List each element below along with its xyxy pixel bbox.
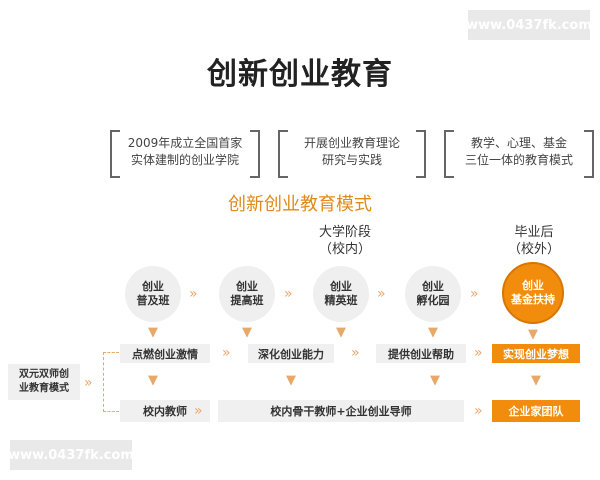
bracket-model-line1: 教学、心理、基金 (470, 136, 567, 150)
arrow-right-icon: » (470, 286, 479, 302)
arrow-down-icon: ▼ (430, 373, 440, 388)
circle-elite-line1: 创业 (330, 280, 352, 293)
arrow-down-icon: ▼ (531, 373, 541, 388)
arrow-right-icon: » (377, 286, 386, 302)
circle-popular-line1: 创业 (142, 280, 164, 293)
box-deepen-ability: 深化创业能力 (248, 344, 334, 363)
box-dual-model-line1: 双元双师创 (19, 369, 69, 380)
arrow-down-icon: ▼ (148, 373, 158, 388)
arrow-right-icon: » (284, 286, 293, 302)
section-subtitle: 创新创业教育模式 (228, 194, 372, 215)
bracket-history-line1: 2009年成立全国首家 (127, 136, 243, 150)
box-realize-dream: 实现创业梦想 (492, 344, 580, 363)
arrow-right-icon: » (194, 403, 203, 419)
arrow-right-icon: » (474, 403, 483, 419)
stage-school-label: 大学阶段 （校内） (300, 224, 390, 258)
box-core-teachers-mentors: 校内骨干教师+企业创业导师 (218, 400, 464, 422)
circle-advanced-class: 创业提高班 (219, 266, 275, 322)
stage-after-line2: （校外） (507, 242, 560, 257)
bracket-research-line2: 研究与实践 (321, 153, 382, 167)
page-title: 创新创业教育 (207, 57, 393, 92)
bracket-model: 教学、心理、基金三位一体的教育模式 (444, 130, 594, 178)
connector-line (103, 411, 119, 412)
bracket-research-line1: 开展创业教育理论 (303, 136, 400, 150)
arrow-right-icon: » (189, 286, 198, 302)
connector-line (103, 352, 119, 353)
box-entrepreneur-team: 企业家团队 (492, 400, 580, 422)
circle-advanced-line2: 提高班 (230, 294, 264, 307)
circle-incubator-line1: 创业 (422, 280, 444, 293)
bracket-research: 开展创业教育理论研究与实践 (278, 130, 426, 178)
box-campus-teachers: 校内教师 (120, 400, 210, 422)
circle-fund-line2: 基金扶持 (511, 293, 555, 306)
arrow-down-icon: ▼ (148, 325, 158, 340)
stage-school-line2: （校内） (318, 242, 371, 257)
bracket-history: 2009年成立全国首家实体建制的创业学院 (110, 130, 260, 178)
circle-elite-class: 创业精英班 (313, 266, 369, 322)
bracket-model-line2: 三位一体的教育模式 (464, 153, 573, 167)
arrow-down-icon: ▼ (242, 325, 252, 340)
box-dual-model-line2: 业教育模式 (19, 383, 69, 394)
circle-advanced-line1: 创业 (236, 280, 258, 293)
stage-after-line1: 毕业后 (514, 225, 554, 240)
box-dual-model: 双元双师创业教育模式 (8, 364, 80, 400)
stage-after-label: 毕业后 （校外） (494, 224, 574, 258)
arrow-down-icon: ▼ (336, 325, 346, 340)
circle-incubator-line2: 孵化园 (416, 294, 450, 307)
circle-incubator: 创业孵化园 (405, 266, 461, 322)
watermark-top: www.0437fk.com (466, 10, 592, 40)
circle-popular-class: 创业普及班 (125, 266, 181, 322)
box-provide-help: 提供创业帮助 (376, 344, 466, 363)
circle-fund-line1: 创业 (522, 279, 544, 292)
connector-line (103, 352, 104, 412)
circle-popular-line2: 普及班 (136, 294, 170, 307)
watermark-bottom: www.0437fk.com (8, 440, 134, 470)
arrow-right-icon: » (222, 345, 231, 361)
stage-school-line1: 大学阶段 (318, 225, 371, 240)
bracket-history-line2: 实体建制的创业学院 (130, 153, 239, 167)
arrow-right-icon: » (351, 345, 360, 361)
arrow-right-icon: » (84, 375, 93, 391)
circle-fund-support: 创业基金扶持 (502, 262, 564, 324)
arrow-down-icon: ▼ (428, 325, 438, 340)
circle-elite-line2: 精英班 (324, 294, 358, 307)
arrow-right-icon: » (474, 345, 483, 361)
arrow-down-icon: ▼ (528, 327, 538, 342)
arrow-down-icon: ▼ (286, 373, 296, 388)
box-ignite-passion: 点燃创业激情 (120, 344, 210, 363)
